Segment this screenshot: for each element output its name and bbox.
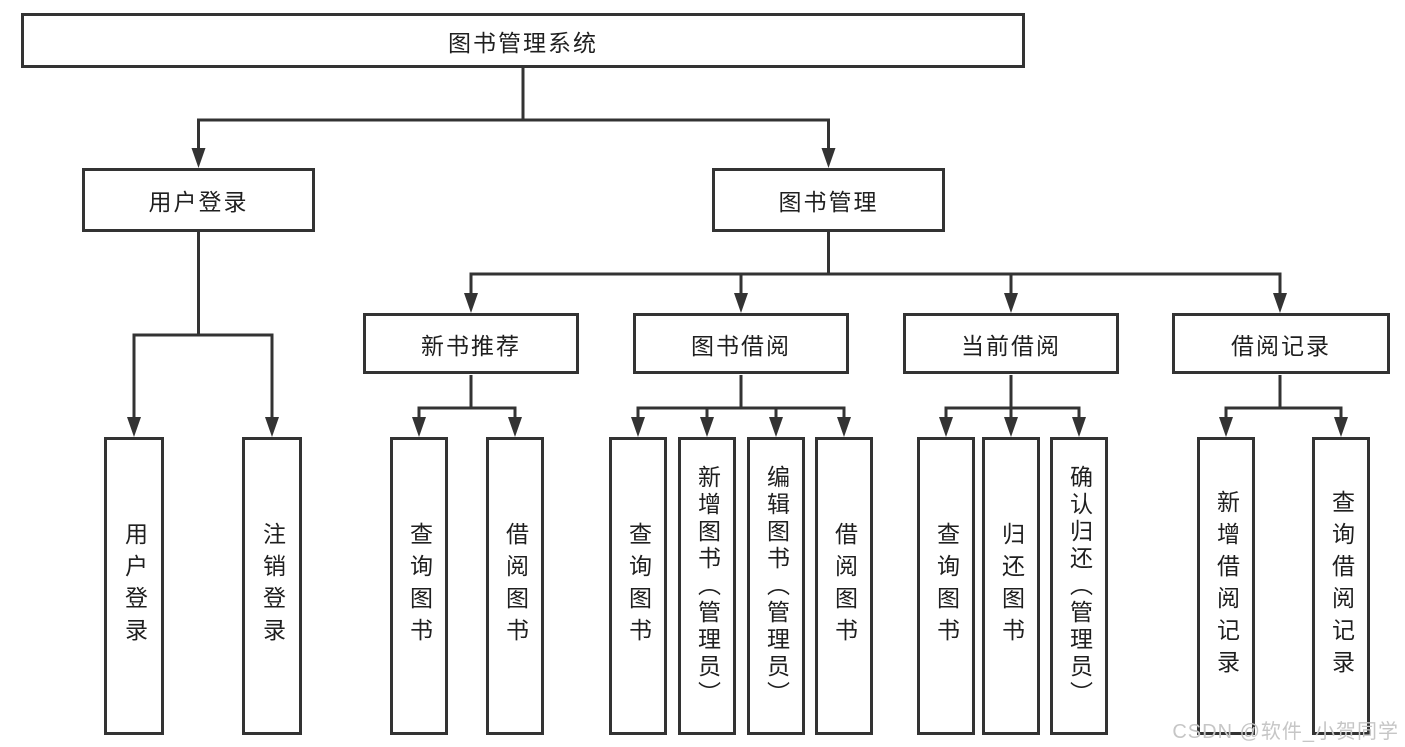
node-new-book-recommend: 新书推荐 <box>363 313 579 374</box>
leaf-borrow-books: 借阅图书 <box>815 437 873 735</box>
node-borrow-records-label: 借阅记录 <box>1231 332 1331 359</box>
leaf-user-login: 用户登录 <box>104 437 164 735</box>
node-book-management: 图书管理 <box>712 168 945 232</box>
node-borrow-records: 借阅记录 <box>1172 313 1390 374</box>
leaf-query-books-recommend-label: 查询图书 <box>406 522 433 650</box>
leaf-borrow-books-recommend: 借阅图书 <box>486 437 544 735</box>
node-current-borrow: 当前借阅 <box>903 313 1119 374</box>
leaf-logout: 注销登录 <box>242 437 302 735</box>
node-user-login: 用户登录 <box>82 168 315 232</box>
leaf-add-borrow-record: 新增借阅记录 <box>1197 437 1255 735</box>
node-root-system: 图书管理系统 <box>21 13 1025 68</box>
leaf-return-books-label: 归还图书 <box>998 522 1025 650</box>
leaf-edit-books-admin: 编辑图书（管理员） <box>747 437 805 735</box>
leaf-query-books-current: 查询图书 <box>917 437 975 735</box>
leaf-return-books: 归还图书 <box>982 437 1040 735</box>
leaf-confirm-return-admin: 确认归还（管理员） <box>1050 437 1108 735</box>
watermark: CSDN @软件_小贺同学 <box>1172 721 1399 743</box>
node-book-management-label: 图书管理 <box>778 189 879 215</box>
leaf-edit-books-admin-label: 编辑图书（管理员） <box>763 464 790 708</box>
leaf-query-borrow-record-label: 查询借阅记录 <box>1328 490 1355 682</box>
leaf-add-borrow-record-label: 新增借阅记录 <box>1213 490 1240 682</box>
node-user-login-label: 用户登录 <box>148 189 249 215</box>
leaf-query-books-borrow: 查询图书 <box>609 437 667 735</box>
leaf-logout-label: 注销登录 <box>259 522 286 650</box>
node-root-system-label: 图书管理系统 <box>448 29 598 56</box>
leaf-add-books-admin: 新增图书（管理员） <box>678 437 736 735</box>
leaf-borrow-books-label: 借阅图书 <box>831 522 858 650</box>
leaf-add-books-admin-label: 新增图书（管理员） <box>694 464 721 708</box>
arrowheads <box>127 148 1348 437</box>
leaf-borrow-books-recommend-label: 借阅图书 <box>502 522 529 650</box>
leaf-confirm-return-admin-label: 确认归还（管理员） <box>1066 464 1093 708</box>
leaf-query-borrow-record: 查询借阅记录 <box>1312 437 1370 735</box>
leaf-user-login-label: 用户登录 <box>121 522 148 650</box>
leaf-query-books-recommend: 查询图书 <box>390 437 448 735</box>
leaf-query-books-current-label: 查询图书 <box>933 522 960 650</box>
node-book-borrow: 图书借阅 <box>633 313 849 374</box>
node-book-borrow-label: 图书借阅 <box>691 332 791 359</box>
node-new-book-recommend-label: 新书推荐 <box>421 332 521 359</box>
leaf-query-books-borrow-label: 查询图书 <box>625 522 652 650</box>
node-current-borrow-label: 当前借阅 <box>961 332 1061 359</box>
